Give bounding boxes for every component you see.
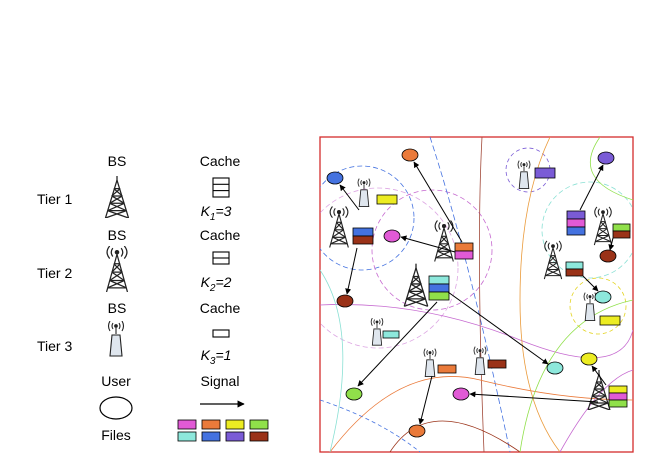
tier-2-bs-label: BS xyxy=(107,227,127,243)
tier-1-label: Tier 1 xyxy=(37,191,73,207)
signal-label: Signal xyxy=(200,373,240,389)
tier-2-label: Tier 2 xyxy=(37,265,73,281)
cache-2-slot-icon xyxy=(212,251,230,265)
tier-1-bs-label: BS xyxy=(107,153,127,169)
tier-1-cache-label: Cache xyxy=(199,153,241,169)
tier-3-cache-size: K3=1 xyxy=(200,347,232,367)
tier-3-label: Tier 3 xyxy=(37,338,73,354)
files-legend xyxy=(177,419,269,442)
files-label: Files xyxy=(101,427,131,443)
panel-signal-arrows xyxy=(339,161,615,425)
cache-1-slot-icon xyxy=(212,329,230,338)
coverage-boundaries xyxy=(320,137,633,452)
tier-2-bs-tower-icon xyxy=(105,246,129,292)
tier-3-bs-label: BS xyxy=(107,300,127,316)
cache-3-slot-icon xyxy=(212,177,230,198)
tier-3-small-cell-icon xyxy=(107,321,125,357)
network-panel-frame xyxy=(319,136,634,453)
tier-1-cache-size: K1=3 xyxy=(200,203,232,223)
tier-1-bs-tower-icon xyxy=(104,176,130,218)
tier-3-cache-label: Cache xyxy=(199,300,241,316)
panel-users xyxy=(326,148,617,438)
user-label: User xyxy=(101,373,131,389)
tier-2-cache-size: K2=2 xyxy=(200,274,232,294)
user-ellipse-icon xyxy=(99,396,133,420)
tier-2-cache-label: Cache xyxy=(199,227,241,243)
panel-caches xyxy=(352,167,631,408)
